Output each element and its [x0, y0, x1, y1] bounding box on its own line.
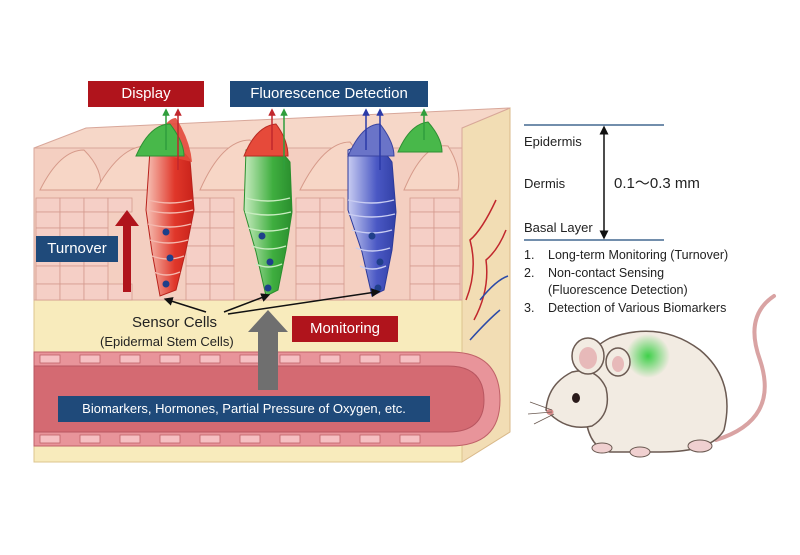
feature-list: 1. Long-term Monitoring (Turnover) 2. No… — [524, 247, 728, 317]
monitoring-arrow-head — [248, 310, 288, 332]
list-item: 2. Non-contact Sensing — [524, 265, 665, 280]
display-label: Display — [88, 81, 204, 107]
sensor-cells-label: Sensor Cells — [132, 314, 218, 331]
basal-layer-label: Basal Layer — [524, 220, 593, 235]
sensor-cells-sublabel: (Epidermal Stem Cells) — [100, 334, 234, 349]
fluorescence-detection-label: Fluorescence Detection — [230, 81, 428, 107]
green-dome-right — [397, 121, 443, 153]
green-dome-left — [135, 123, 185, 157]
epidermis-label: Epidermis — [524, 134, 582, 149]
turnover-arrow-head — [115, 210, 139, 226]
dermis-label: Dermis — [524, 176, 566, 191]
turnover-label: Turnover — [36, 236, 118, 262]
capillaries — [465, 199, 509, 341]
red-dome — [243, 123, 289, 157]
monitoring-arrow-shaft — [258, 330, 278, 390]
list-item: 3. Detection of Various Biomarkers — [524, 300, 727, 315]
biomarkers-label: Biomarkers, Hormones, Partial Pressure o… — [58, 396, 430, 422]
sensor-column-green — [243, 145, 293, 297]
monitoring-label: Monitoring — [292, 316, 398, 342]
list-item: 1. Long-term Monitoring (Turnover) — [524, 248, 729, 262]
mouse-illustration — [527, 294, 776, 458]
list-item: (Fluorescence Detection) — [548, 283, 688, 297]
thickness-label: 0.1〜0.3 mm — [614, 175, 700, 192]
turnover-arrow-shaft — [123, 224, 131, 292]
